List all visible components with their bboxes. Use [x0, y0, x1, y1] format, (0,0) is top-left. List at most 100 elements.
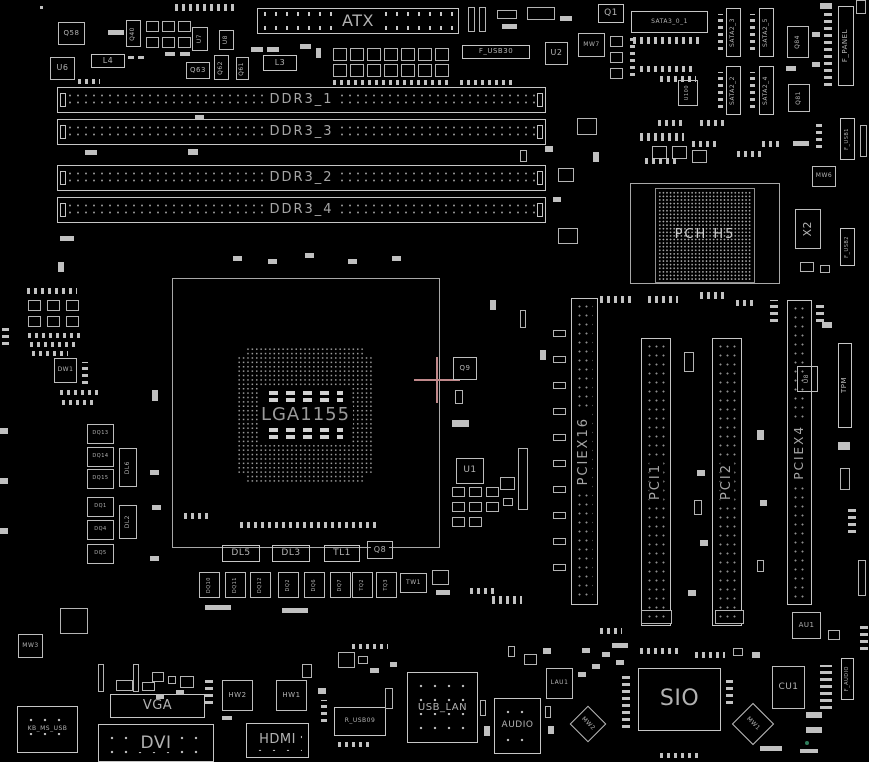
chip-dq12: DQ12: [250, 572, 271, 598]
smd-pad: [786, 66, 796, 71]
smd-component: [452, 517, 465, 527]
inductor-l3: L3: [263, 55, 297, 71]
smd-pad: [0, 528, 8, 534]
inductor-dl3-label: DL3: [278, 548, 304, 559]
capacitor-row: [268, 398, 343, 403]
slot-pci1: PCI1: [641, 338, 671, 626]
smd-pad: [452, 420, 469, 427]
chip-sio: SIO: [638, 668, 721, 731]
chip-mw2: MW2: [569, 705, 607, 743]
smd-component: [452, 502, 465, 512]
smd-component: [28, 316, 41, 327]
conn-tpm: TPM: [838, 343, 852, 428]
smd-pad: [612, 643, 628, 648]
smd-component: [367, 48, 381, 61]
chip-q84-label: Q84: [794, 32, 802, 52]
smd-component: [358, 656, 368, 664]
smd-component: [333, 64, 347, 77]
chip-mw1-label: MW1: [742, 713, 764, 735]
smd-component: [558, 168, 574, 182]
smd-component: [350, 48, 364, 61]
smd-component: [142, 682, 155, 691]
smd-component: [503, 498, 513, 506]
pad-column: [205, 678, 213, 704]
chip-pch: PCH H5: [655, 188, 755, 283]
cpu-socket-lga1155: LGA1155: [234, 344, 377, 485]
smd-pad: [582, 648, 590, 653]
smd-component: [610, 36, 623, 47]
pad-column: [2, 328, 9, 345]
chip-u8-top: U8: [219, 30, 234, 50]
pad-row: [184, 513, 208, 519]
smd-pad: [156, 694, 164, 699]
chip-q8-label: Q8: [370, 545, 390, 555]
chip-lau1-label: LAU1: [547, 680, 572, 687]
chip-q9: Q9: [453, 357, 477, 380]
smd-pad: [806, 712, 822, 718]
smd-component: [757, 560, 764, 572]
chip-dq15-label: DQ15: [89, 476, 112, 482]
pad-column: [750, 14, 755, 50]
conn-usb-lan-label: USB_LAN: [414, 702, 471, 713]
inductor-l4: L4: [91, 54, 125, 68]
chip-q81: Q81: [788, 84, 810, 112]
smd-pad: [392, 256, 401, 261]
conn-f-audio-label: F_AUDIO: [844, 663, 851, 695]
smd-component: [479, 7, 486, 32]
smd-pad: [138, 56, 144, 59]
inductor-dl2-label: DL2: [124, 512, 132, 532]
pad-row: [240, 522, 380, 528]
smd-pad: [305, 253, 314, 258]
conn-sata2-3-label: SATA2_3: [729, 15, 737, 50]
chip-q63-label: Q63: [187, 66, 209, 75]
smd-component: [180, 676, 194, 688]
chip-q9-label: Q9: [456, 364, 474, 373]
slot-ddr3-4-label: DDR3_4: [266, 202, 337, 218]
smd-pad: [578, 672, 586, 677]
pad-column: [321, 700, 327, 722]
chip-q84: Q84: [787, 26, 809, 58]
chip-dq5-label: DQ5: [91, 551, 110, 557]
smd-pad: [152, 505, 161, 510]
inductor-l3-label: L3: [271, 58, 289, 68]
smd-pad: [806, 727, 822, 733]
smd-component: [116, 680, 133, 691]
socket-center: LGA1155: [257, 386, 354, 444]
chip-u1-label: U1: [460, 465, 480, 476]
smd-pad: [752, 652, 760, 658]
smd-component: [338, 652, 355, 668]
chip-tq3-label: TQ3: [383, 576, 390, 594]
smd-component: [553, 564, 566, 571]
smd-component: [553, 382, 566, 389]
conn-dvi-label: DVI: [137, 733, 175, 753]
smd-pad: [502, 24, 517, 29]
slot-ddr3-1-label: DDR3_1: [266, 92, 337, 108]
smd-component: [858, 560, 866, 596]
smd-component: [401, 64, 415, 77]
chip-tw1: TW1: [400, 573, 427, 593]
smd-component: [500, 477, 515, 490]
chip-q40: Q40: [126, 20, 141, 47]
header-r-usb09-label: R_USB09: [341, 718, 379, 725]
header-r-usb09: R_USB09: [334, 707, 386, 736]
capacitor-row: [268, 428, 343, 433]
conn-f-usb2-label: F_USB2: [844, 233, 851, 261]
smd-component: [610, 52, 623, 63]
inductor-dl5: DL5: [222, 545, 260, 562]
smd-pad: [316, 48, 321, 58]
chip-dq2: DQ2: [278, 572, 299, 598]
chip-hw1: HW1: [276, 680, 307, 711]
smd-pad: [251, 47, 263, 52]
conn-audio-label: AUDIO: [498, 720, 537, 731]
pad-row: [633, 37, 703, 44]
crystal-x2: X2: [795, 209, 821, 249]
conn-sata2-3: SATA2_3: [726, 8, 741, 57]
smd-component: [66, 316, 79, 327]
smd-component: [435, 48, 449, 61]
chip-cu1-label: CU1: [775, 682, 802, 693]
smd-pad: [150, 470, 159, 475]
smd-pad: [0, 478, 8, 484]
pad-row: [640, 66, 695, 72]
smd-component: [524, 654, 537, 665]
smd-pad: [222, 716, 232, 720]
